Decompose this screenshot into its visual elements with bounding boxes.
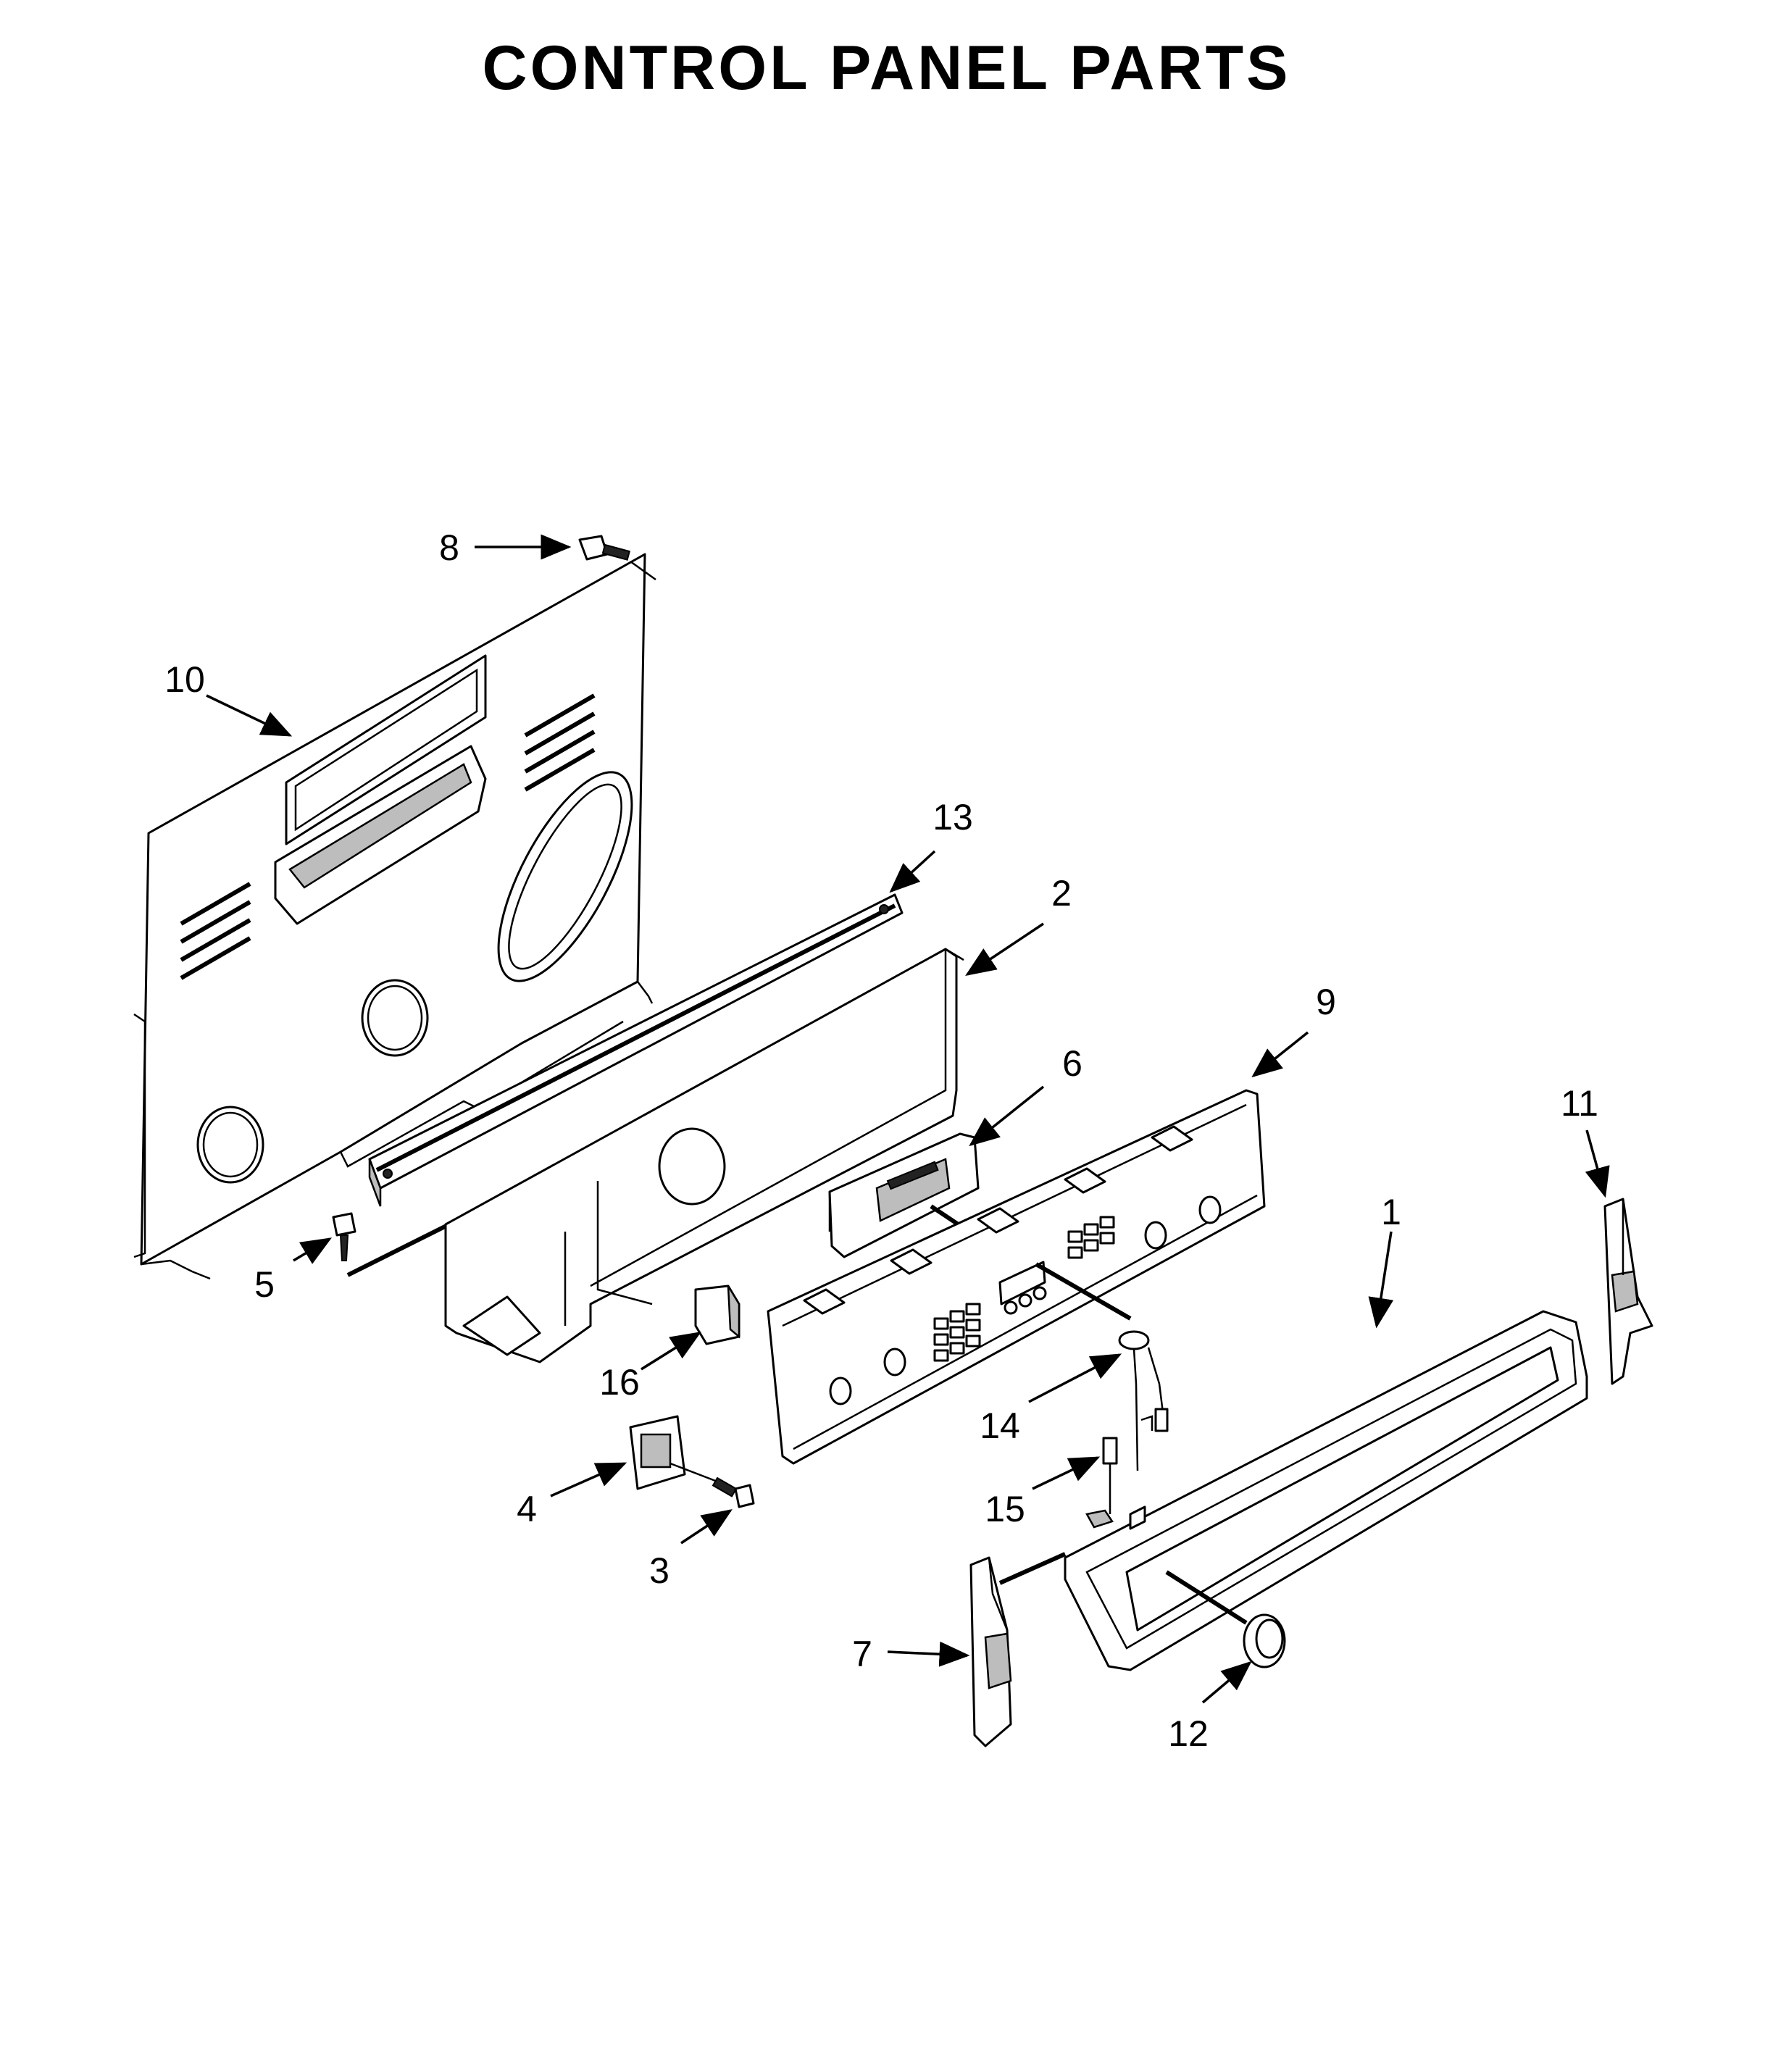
part-console-trim: [1064, 1310, 1588, 1671]
part-console-bracket: [444, 948, 964, 1363]
leader-13: [889, 850, 936, 893]
leader-7: [887, 1641, 970, 1667]
callout-11: 11: [1561, 1083, 1598, 1124]
part-bracket-right: [1603, 1198, 1653, 1385]
leader-10: [206, 694, 293, 737]
leader-2: [965, 922, 1044, 976]
part-sensor-harness: [1118, 1330, 1169, 1471]
callout-10: 10: [164, 659, 205, 700]
callout-7: 7: [852, 1634, 872, 1674]
page-title: CONTROL PANEL PARTS: [482, 33, 1291, 103]
part-control-board: [828, 1132, 980, 1258]
leader-16: [641, 1332, 701, 1371]
leader-6: [969, 1085, 1045, 1147]
callout-8: 8: [439, 527, 459, 568]
part-indicator-light: [1102, 1437, 1118, 1514]
panel-tabs: [803, 1125, 1193, 1315]
callout-1: 1: [1381, 1192, 1401, 1232]
callout-16: 16: [599, 1362, 640, 1403]
part-support-bar: [368, 893, 904, 1207]
leader-4: [550, 1462, 627, 1497]
leader-15: [1032, 1456, 1101, 1490]
part-control-panel-face: [767, 1089, 1266, 1465]
vent-slots-left: [180, 882, 251, 980]
leader-12: [1201, 1660, 1252, 1704]
knob-holes: [829, 1195, 1222, 1405]
leader-9: [1251, 1031, 1309, 1078]
part-bracket-left: [969, 1552, 1067, 1747]
leader-11: [1585, 1129, 1610, 1198]
leader-5: [293, 1237, 333, 1264]
callout-4: 4: [517, 1489, 537, 1529]
part-screw-left: [332, 1212, 465, 1277]
callout-13: 13: [933, 797, 973, 837]
part-screw-switch: [712, 1476, 755, 1508]
part-rear-panel: [133, 553, 654, 1280]
part-screw-top: [578, 535, 656, 581]
callout-labels: 8 10 13 2 9 6 11 1 5 16 14 4 15 3 7 12: [164, 527, 1598, 1754]
callout-6: 6: [1062, 1043, 1082, 1084]
callout-9: 9: [1316, 982, 1336, 1022]
part-infinite-switch: [629, 1415, 718, 1490]
leader-1: [1368, 1231, 1394, 1329]
callout-2: 2: [1051, 873, 1072, 914]
callout-12: 12: [1168, 1713, 1209, 1754]
keypad-right: [1067, 1216, 1115, 1259]
leader-lines: [206, 534, 1610, 1704]
leader-14: [1028, 1353, 1122, 1403]
part-relay: [694, 1284, 741, 1345]
callout-14: 14: [980, 1405, 1020, 1446]
leader-3: [680, 1509, 733, 1545]
callout-15: 15: [985, 1489, 1025, 1529]
callout-5: 5: [254, 1264, 275, 1305]
callout-3: 3: [649, 1550, 669, 1591]
part-knob: [1165, 1570, 1286, 1668]
keypad-left: [933, 1303, 981, 1362]
vent-slots-right: [524, 693, 596, 792]
